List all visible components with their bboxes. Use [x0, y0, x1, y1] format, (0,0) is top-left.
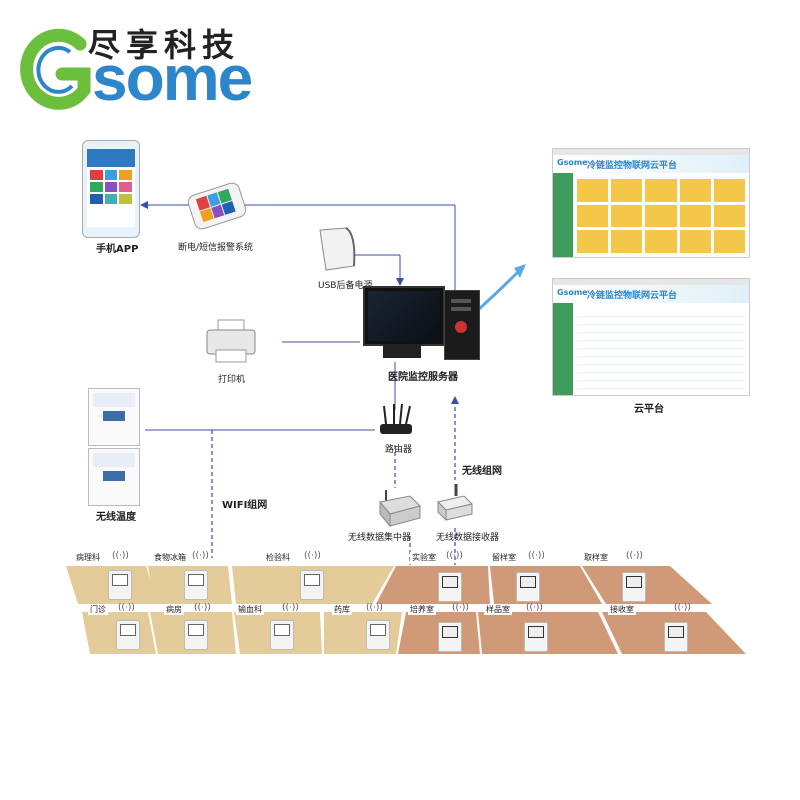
- monitor-stand: [383, 344, 421, 358]
- sms-system-label: 断电/短信报警系统: [178, 243, 254, 253]
- printer-label: 打印机: [218, 375, 246, 385]
- wifi-icon: ((·)): [526, 603, 543, 613]
- wireless-net-label: 无线组网: [462, 466, 502, 477]
- router-icon: [380, 404, 412, 434]
- wifi-icon: ((·)): [282, 603, 299, 613]
- sensor-icon: [270, 620, 294, 650]
- brand-chinese-name: 尽享科技: [88, 26, 241, 64]
- sensor-icon: [184, 620, 208, 650]
- wifi-icon: ((·)): [194, 603, 211, 613]
- room-tag-outpatient: 门诊: [88, 604, 108, 615]
- cloud-screen-top: Gsome 冷链监控物联网云平台: [552, 148, 750, 258]
- sensor-icon: [524, 622, 548, 652]
- room-tag-retention: 留样室: [490, 552, 518, 563]
- receiver-icon: [437, 484, 473, 522]
- room-tag-lab-dept: 检验科: [264, 552, 292, 563]
- room-tag-pathology: 病理科: [74, 552, 102, 563]
- wifi-icon: ((·)): [446, 551, 463, 561]
- concentrator-icon: [379, 490, 421, 528]
- room-tag-laboratory: 实验室: [410, 552, 438, 563]
- sensor-icon: [300, 570, 324, 600]
- wifi-icon: ((·)): [118, 603, 135, 613]
- fridge-icon: [88, 388, 140, 446]
- router-label: 路由器: [385, 445, 413, 455]
- wifi-net-label: WIFI组网: [222, 500, 268, 511]
- sensor-icon: [516, 572, 540, 602]
- wifi-icon: ((·)): [366, 603, 383, 613]
- wifi-icon: ((·)): [674, 603, 691, 613]
- printer-icon: [206, 319, 256, 363]
- room-tag-receiving: 接收室: [608, 604, 636, 615]
- room-tag-sampling: 取样室: [582, 552, 610, 563]
- wifi-icon: ((·)): [528, 551, 545, 561]
- cloud-screen-bottom-title: 冷链监控物联网云平台: [587, 291, 678, 301]
- brand-logo-text: some: [92, 42, 253, 114]
- receiver-label: 无线数据接收器: [436, 533, 500, 543]
- sensor-icon: [438, 572, 462, 602]
- sensor-icon: [108, 570, 132, 600]
- wifi-icon: ((·)): [626, 551, 643, 561]
- wifi-icon: ((·)): [192, 551, 209, 561]
- sensor-icon: [622, 572, 646, 602]
- sensor-icon: [116, 620, 140, 650]
- sensor-icon: [664, 622, 688, 652]
- concentrator-label: 无线数据集中器: [348, 533, 412, 543]
- room-tag-transfusion: 输血科: [236, 604, 264, 615]
- wifi-icon: ((·)): [452, 603, 469, 613]
- room-tag-culture: 培养室: [408, 604, 436, 615]
- power-bank-icon: [319, 227, 356, 271]
- monitor-icon: [363, 286, 445, 346]
- wireless-temp-label: 无线温度: [96, 512, 136, 523]
- sensor-icon: [366, 620, 390, 650]
- wifi-icon: ((·)): [112, 551, 129, 561]
- room-tag-food-fridge: 食物冰箱: [152, 552, 188, 563]
- sensor-icon: [184, 570, 208, 600]
- tower-icon: [444, 290, 480, 360]
- room-tag-ward: 病房: [164, 604, 184, 615]
- sensor-icon: [438, 622, 462, 652]
- logo-g-mark: [20, 28, 91, 110]
- cloud-label: 云平台: [634, 404, 664, 415]
- server-label: 医院监控服务器: [388, 372, 458, 383]
- fridge-icon: [88, 448, 140, 506]
- phone-icon: [82, 140, 140, 238]
- cloud-screen-top-title: 冷链监控物联网云平台: [587, 161, 678, 171]
- cloud-screen-bottom: Gsome 冷链监控物联网云平台: [552, 278, 750, 396]
- room-tag-pharmacy: 药库: [332, 604, 352, 615]
- phone-app-label: 手机APP: [96, 244, 139, 255]
- wifi-icon: ((·)): [304, 551, 321, 561]
- room-tag-sample: 样品室: [484, 604, 512, 615]
- usb-power-label: USB后备电源: [318, 281, 373, 291]
